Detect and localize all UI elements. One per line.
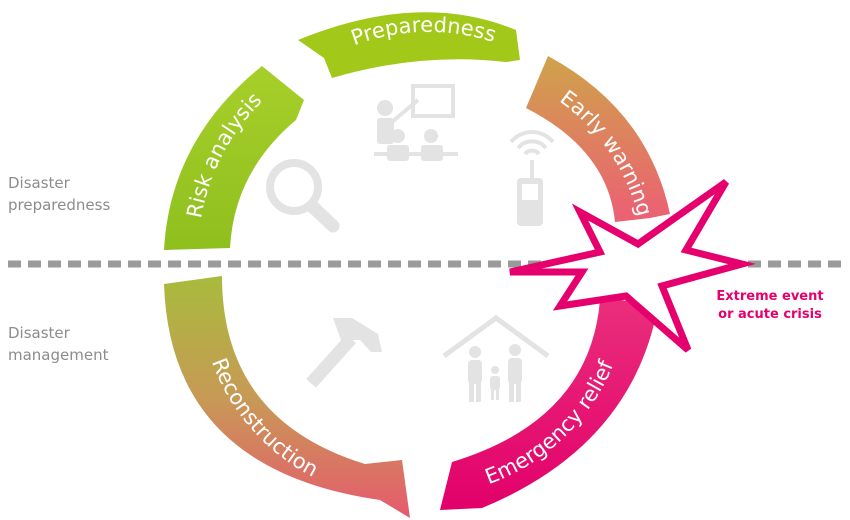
label-line: Disaster bbox=[8, 174, 70, 192]
disaster-preparedness-label: Disaster preparedness bbox=[8, 172, 110, 216]
crisis-line: or acute crisis bbox=[718, 307, 822, 322]
crisis-label: Extreme event or acute crisis bbox=[700, 288, 840, 324]
segment-reconstruction: Reconstruction bbox=[164, 276, 410, 518]
presentation-icon bbox=[374, 84, 458, 161]
segment-emergency-relief: Emergency relief bbox=[440, 296, 658, 510]
segment-risk-analysis: Risk analysis bbox=[164, 66, 304, 250]
hammer-icon bbox=[306, 318, 382, 388]
crisis-line: Extreme event bbox=[716, 289, 824, 304]
label-line: preparedness bbox=[8, 196, 111, 214]
magnifier-icon bbox=[266, 159, 340, 233]
explosion-star-icon bbox=[509, 179, 756, 353]
disaster-management-label: Disaster management bbox=[8, 322, 108, 366]
mobile-signal-icon bbox=[509, 129, 555, 226]
family-shelter-icon bbox=[442, 314, 550, 402]
label-line: Disaster bbox=[8, 324, 70, 342]
segment-preparedness: Preparedness bbox=[298, 12, 520, 79]
label-line: management bbox=[8, 346, 109, 364]
